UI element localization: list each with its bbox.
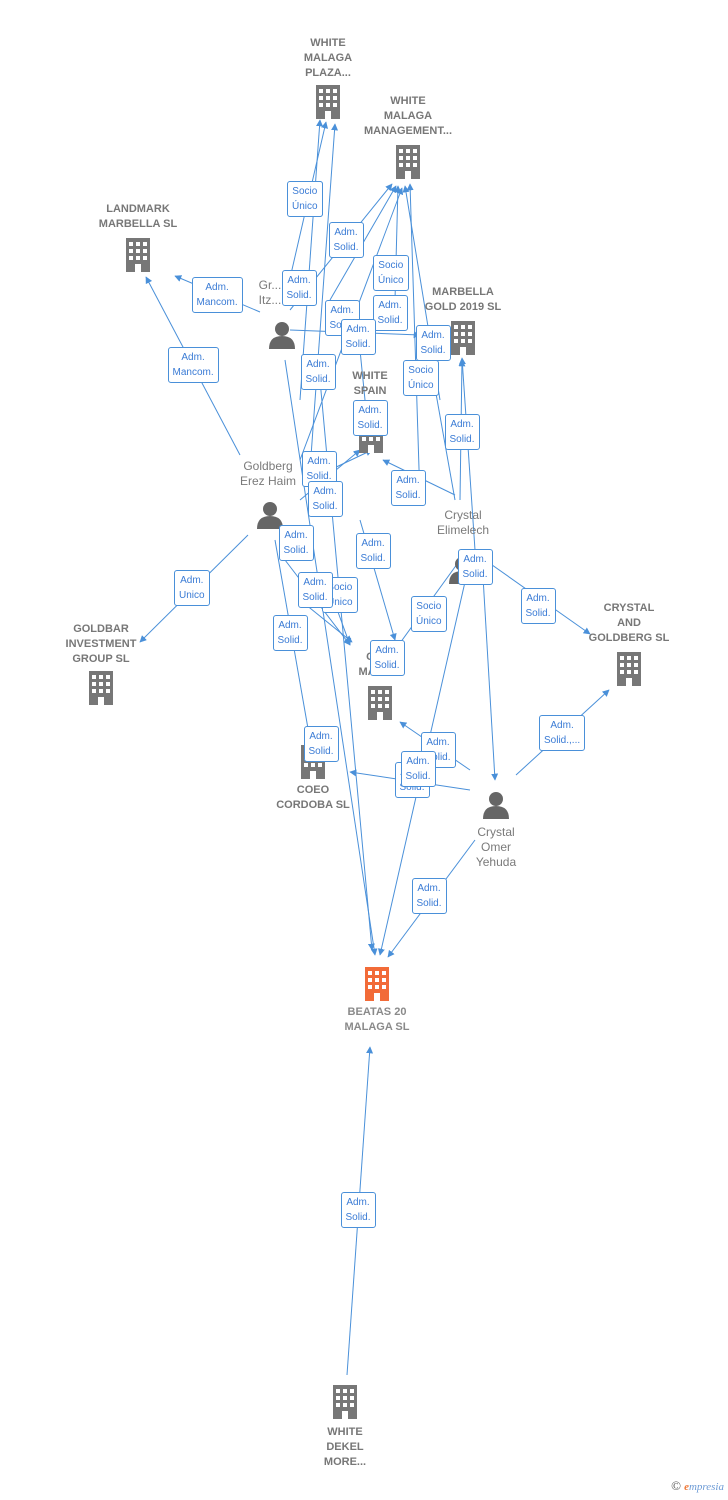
building-icon[interactable] [89,671,113,705]
brand-name: mpresia [688,1481,724,1493]
relation-label[interactable]: Adm. Solid. [444,414,480,450]
relation-edge [481,559,499,781]
company-label[interactable]: WHITE MALAGA PLAZA... [303,37,353,79]
building-icon[interactable] [451,321,475,355]
relation-label[interactable]: Socio Único [411,596,447,632]
relation-label[interactable]: Adm. Mancom. [167,347,219,383]
copyright-symbol: © [671,1478,682,1493]
relation-label[interactable]: Adm. Solid. [355,533,391,569]
company-label[interactable]: WHITE DEKEL MORE... [323,1426,367,1468]
relation-edge [309,123,339,471]
icons-layer [89,85,641,1419]
relation-label[interactable]: Adm. Solid. [400,751,436,787]
company-label[interactable]: LANDMARK MARBELLA SL [98,203,178,230]
company-label[interactable]: GOLDBAR INVESTMENT GROUP SL [65,623,137,665]
relation-label[interactable]: Adm. Unico [174,570,210,606]
person-icon[interactable] [483,792,509,819]
company-label[interactable]: BEATAS 20 MALAGA SL [344,1006,410,1033]
relation-label[interactable]: Adm. Solid.,... [539,715,586,751]
company-label[interactable]: COEO CORDOBA SL [276,784,350,811]
relation-edge [458,357,476,551]
relation-label[interactable]: Adm. Solid. [369,640,405,676]
relation-edge [284,359,378,956]
relation-label[interactable]: Adm. Solid. [281,270,317,306]
relation-label[interactable]: Adm. Solid. [415,325,451,361]
relation-label[interactable]: Adm. Solid. [297,572,333,608]
person-label[interactable]: Gr... Itz... [258,278,282,307]
relation-label[interactable]: Adm. Solid. [328,222,364,258]
relation-label[interactable]: Socio Único [287,181,323,217]
relation-label[interactable]: Adm. Solid. [300,354,336,390]
relation-label[interactable]: Adm. Solid. [372,295,408,331]
relation-edge [299,119,324,401]
relation-label[interactable]: Adm. Mancom. [191,277,243,313]
brand-logo: ©empresia [671,1478,724,1494]
relation-edge [406,183,421,501]
relation-label[interactable]: Adm. Solid. [340,319,376,355]
relation-edge [329,449,373,471]
relation-label[interactable]: Adm. Solid. [278,525,314,561]
brand-initial: e [684,1481,689,1493]
building-icon[interactable] [365,967,389,1001]
relation-label[interactable]: Adm. Solid. [307,481,343,517]
relation-label[interactable]: Adm. Solid. [272,615,308,651]
building-icon[interactable] [333,1385,357,1419]
relation-label[interactable]: Adm. Solid. [303,726,339,762]
relation-label[interactable]: Adm. Solid. [352,400,388,436]
company-label[interactable]: MARBELLA GOLD 2019 SL [424,286,502,313]
building-icon[interactable] [316,85,340,119]
building-icon[interactable] [617,652,641,686]
relation-label[interactable]: Adm. Solid. [340,1192,376,1228]
person-icon[interactable] [269,322,295,349]
relation-label[interactable]: Socio Único [403,360,439,396]
building-icon[interactable] [126,238,150,272]
relation-label[interactable]: Adm. Solid. [411,878,447,914]
relation-label[interactable]: Socio Único [373,255,409,291]
person-label[interactable]: Crystal Elimelech [436,508,490,537]
company-label[interactable]: WHITE MALAGA MANAGEMENT... [364,95,452,137]
person-label[interactable]: Goldberg Erez Haim [239,459,296,488]
relation-label[interactable]: Adm. Solid. [390,470,426,506]
relation-label[interactable]: Adm. Solid. [520,588,556,624]
building-icon[interactable] [396,145,420,179]
building-icon[interactable] [368,686,392,720]
person-label[interactable]: Crystal Omer Yehuda [475,825,517,869]
company-label[interactable]: CRYSTAL AND GOLDBERG SL [588,602,670,644]
relation-label[interactable]: Adm. Solid. [457,549,493,585]
